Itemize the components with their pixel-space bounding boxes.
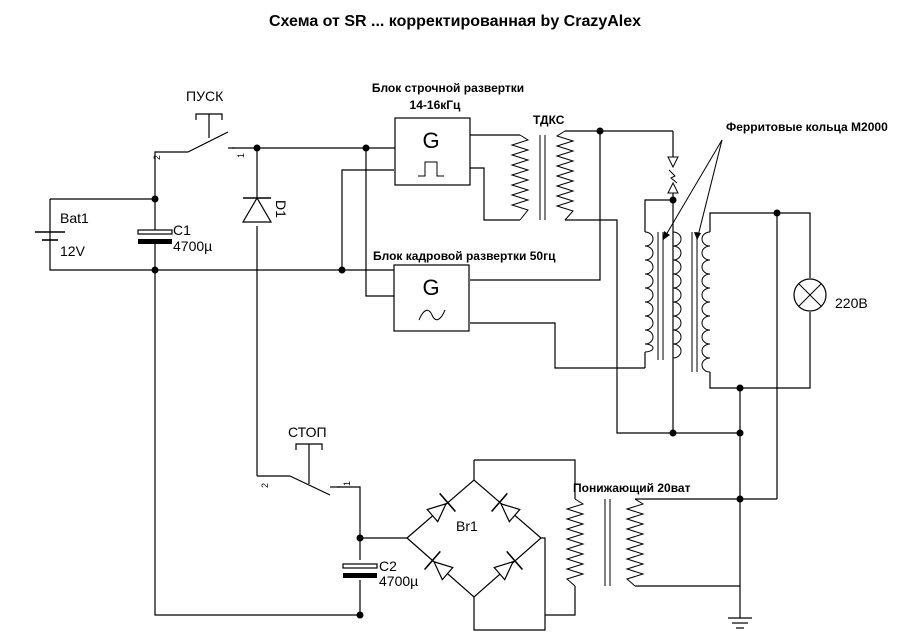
spark-gap [667, 156, 679, 194]
c2-value: 4700µ [379, 573, 418, 589]
stop-switch-label: СТОП [288, 424, 327, 440]
hblock-title: Блок строчной развертки [372, 81, 524, 95]
start-switch-pin-left: 2 [152, 155, 162, 160]
battery: Bat1 12V [35, 210, 89, 259]
vblock-title: Блок кадровой развертки 50гц [373, 249, 556, 263]
stop-switch: СТОП 2 1 [260, 424, 352, 496]
start-switch: ПУСК 2 1 [152, 88, 246, 160]
c1-value: 4700µ [173, 238, 212, 254]
schematic-title: Схема от SR ... корректированная by Craz… [269, 13, 641, 30]
vertical-scan-block: Блок кадровой развертки 50гц G [373, 249, 556, 332]
capacitor-c1: C1 4700µ [137, 222, 212, 254]
horizontal-scan-block: Блок строчной развертки 14-16кГц G [372, 81, 524, 186]
ferrite-transformer: Ферритовые кольца М2000 [644, 120, 888, 373]
capacitor-c2: C2 4700µ [342, 558, 418, 589]
ferrite-label: Ферритовые кольца М2000 [726, 120, 888, 134]
bridge-name: Br1 [456, 518, 478, 534]
wires [49, 130, 811, 631]
tdks-transformer: ТДКС [510, 113, 575, 221]
hblock-frequency: 14-16кГц [410, 98, 462, 112]
vblock-symbol: G [422, 275, 439, 300]
d1-name: D1 [273, 200, 289, 218]
start-switch-pin-right: 1 [236, 153, 246, 158]
stepdown-label: Понижающий 20ват [573, 481, 691, 495]
c1-name: C1 [173, 222, 191, 238]
stop-switch-pin-left: 2 [260, 483, 270, 488]
stop-switch-pin-right: 1 [342, 481, 352, 486]
sine-wave-icon [418, 309, 446, 321]
battery-value: 12V [60, 243, 86, 259]
square-wave-icon [418, 161, 444, 177]
c2-name: C2 [379, 558, 397, 574]
diode-d1: D1 [241, 196, 289, 223]
junction-dots [151, 127, 781, 619]
ground-icon [728, 617, 752, 629]
hblock-symbol: G [422, 128, 439, 153]
stepdown-transformer: Понижающий 20ват [565, 481, 740, 587]
battery-name: Bat1 [60, 210, 89, 226]
lamp-value: 220В [835, 295, 868, 311]
lamp: 220В [793, 278, 868, 312]
start-switch-label: ПУСК [186, 88, 224, 104]
diode-bridge-br1: Br1 [406, 460, 542, 598]
tdks-label: ТДКС [533, 113, 565, 127]
